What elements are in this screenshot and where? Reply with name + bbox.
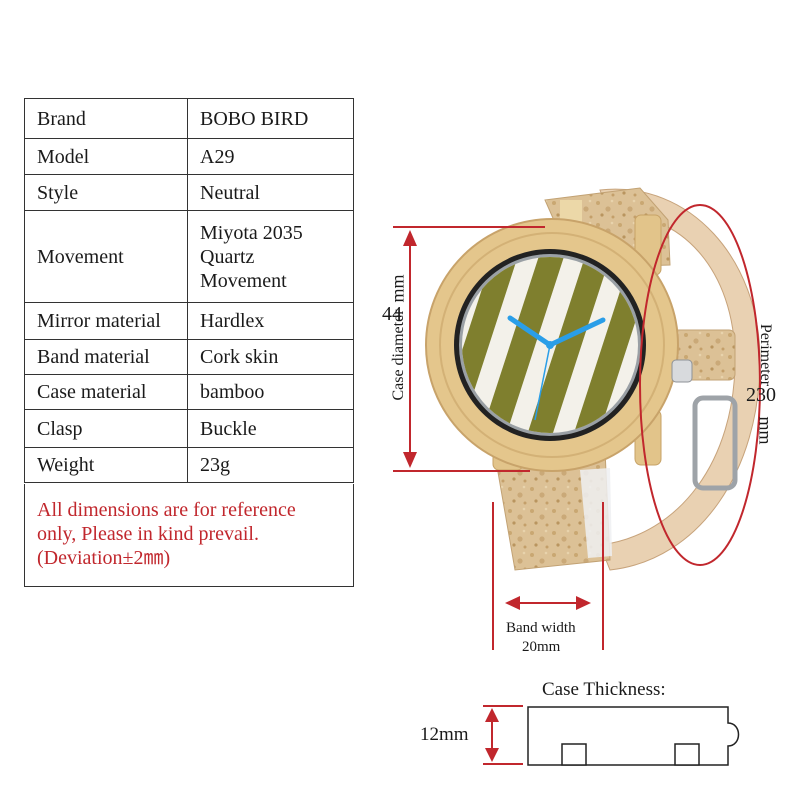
- perimeter-unit: mm: [755, 416, 776, 445]
- case-thickness-title: Case Thickness:: [542, 679, 666, 700]
- movement-line: Movement: [200, 269, 287, 292]
- spec-value: Buckle: [187, 409, 354, 448]
- watch-strap-back: [599, 188, 761, 571]
- spec-value: Neutral: [187, 174, 354, 211]
- spec-row-mirror: Mirror material Hardlex: [24, 302, 354, 340]
- crown-icon: [671, 359, 693, 383]
- band-width-value: 20mm: [522, 639, 561, 655]
- spec-row-style: Style Neutral: [24, 174, 354, 211]
- buckle-icon: [692, 395, 738, 491]
- spec-row-case: Case material bamboo: [24, 374, 354, 410]
- spec-row-weight: Weight 23g: [24, 447, 354, 483]
- spec-label: Mirror material: [24, 302, 188, 340]
- second-hand: [534, 344, 551, 421]
- band-width-label: Band width: [506, 620, 576, 636]
- spec-label: Case material: [24, 374, 188, 410]
- spec-value: bamboo: [187, 374, 354, 410]
- case-profile-icon: [527, 706, 740, 766]
- spec-label: Weight: [24, 447, 188, 483]
- spec-value: Hardlex: [187, 302, 354, 340]
- spec-row-clasp: Clasp Buckle: [24, 409, 354, 448]
- perimeter-label: Perimeter: [757, 323, 774, 387]
- spec-table: Brand BOBO BIRD Model A29 Style Neutral …: [24, 98, 354, 483]
- spec-row-movement: Movement Miyota 2035 Quartz Movement: [24, 210, 354, 303]
- case-diameter-value: 44: [382, 303, 402, 325]
- spec-label: Brand: [24, 98, 188, 139]
- case-diameter-unit: mm: [387, 274, 408, 303]
- spec-row-brand: Brand BOBO BIRD: [24, 98, 354, 139]
- note-line: All dimensions are for reference: [37, 499, 296, 521]
- spec-value: BOBO BIRD: [187, 98, 354, 139]
- spec-row-model: Model A29: [24, 138, 354, 175]
- spec-label: Clasp: [24, 409, 188, 448]
- reference-note: All dimensions are for reference only, P…: [24, 484, 354, 587]
- band-width-marker: [492, 502, 604, 650]
- hour-hand: [507, 315, 553, 348]
- case-thickness-value: 12mm: [420, 724, 469, 745]
- spec-label: Movement: [24, 210, 188, 303]
- movement-line: Quartz: [200, 245, 255, 268]
- case-thickness-marker: [483, 705, 740, 766]
- spec-value: 23g: [187, 447, 354, 483]
- case-diameter-marker: [393, 226, 545, 472]
- note-line: (Deviation±2㎜): [37, 547, 171, 569]
- spec-value: Miyota 2035 Quartz Movement: [187, 210, 354, 303]
- note-line: only, Please in kind prevail.: [37, 523, 259, 545]
- minute-hand: [547, 317, 606, 348]
- perimeter-marker: [639, 204, 761, 566]
- movement-line: Miyota 2035: [200, 221, 303, 244]
- perimeter-value: 230: [746, 384, 776, 406]
- spec-value: A29: [187, 138, 354, 175]
- watch-hands: [507, 315, 606, 421]
